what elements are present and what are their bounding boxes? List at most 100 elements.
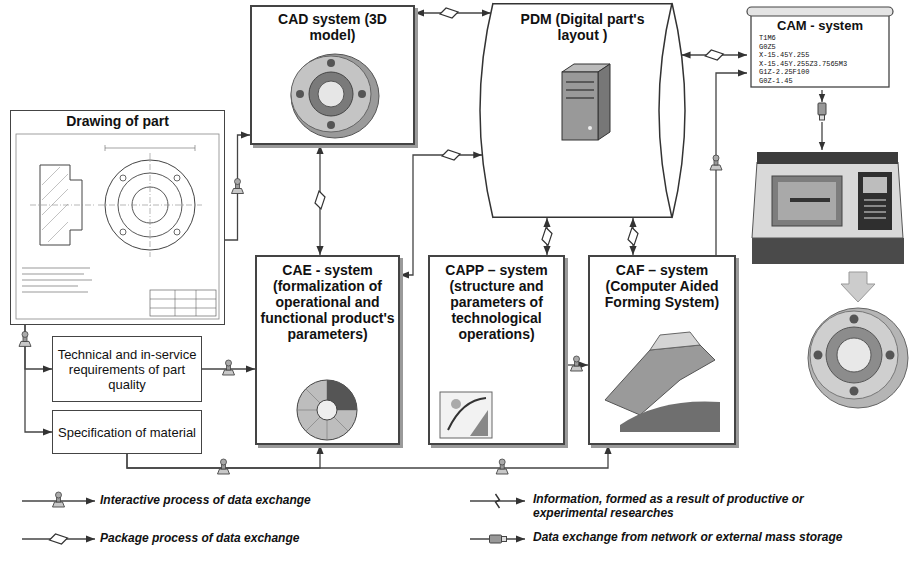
capp-picture xyxy=(440,392,492,438)
package-diamond xyxy=(442,150,460,160)
exchange-symbol xyxy=(53,492,65,507)
package-diamond xyxy=(440,8,458,18)
gcode-line: G0Z-1.45 xyxy=(759,77,847,86)
legend-text: Data exchange from network or external m… xyxy=(533,530,873,544)
usb-body xyxy=(818,103,826,115)
gcode-line: G1Z-2.25F100 xyxy=(759,68,847,77)
drawing-sheet-box: Drawing of part xyxy=(10,110,225,325)
requirements-box: Technical and in-service requirements of… xyxy=(52,336,202,402)
drawing-notes xyxy=(22,268,92,292)
part-hole xyxy=(814,351,823,360)
exchange-symbol xyxy=(218,459,230,474)
exchange-symbol xyxy=(542,228,552,246)
exchange-symbol xyxy=(705,50,723,60)
chip-zone xyxy=(620,401,720,432)
stamp-head xyxy=(221,459,227,465)
gcode-line: G0Z5 xyxy=(759,43,847,52)
information-mark xyxy=(496,494,500,508)
flange-hub xyxy=(309,72,353,116)
fe-mesh xyxy=(297,380,357,440)
symbol-group xyxy=(19,8,723,474)
part-face xyxy=(810,311,898,399)
control-keys xyxy=(864,200,886,218)
data-exchange-connector xyxy=(400,155,482,275)
package-diamond xyxy=(50,534,68,544)
stamp-head xyxy=(499,459,505,465)
machine-top xyxy=(757,152,898,164)
machine-window xyxy=(778,182,836,220)
bolt-hole xyxy=(120,229,126,235)
stamp-base xyxy=(496,469,508,474)
package-diamond xyxy=(315,191,325,209)
hatching xyxy=(42,167,68,242)
data-exchange-connector xyxy=(225,135,250,240)
stamp-head xyxy=(56,492,62,498)
storage-link xyxy=(821,90,822,102)
system-title: CAD system (3D model) xyxy=(278,11,388,43)
stamp-base xyxy=(53,502,65,507)
drawing-frame xyxy=(16,134,219,319)
flange-bore xyxy=(318,81,344,107)
box-heading: Drawing of part xyxy=(66,113,169,129)
package-diamond xyxy=(542,228,552,246)
flange-hole xyxy=(327,121,335,129)
system-title: CAPP – system (structure and parameters … xyxy=(433,262,560,342)
legend-text: Package process of data exchange xyxy=(100,531,430,545)
exchange-symbol xyxy=(223,360,235,375)
exchange-symbol xyxy=(496,459,508,474)
exchange-symbol xyxy=(50,534,68,544)
exchange-symbol xyxy=(19,331,31,346)
legend-text: Information, formed as a result of produ… xyxy=(533,492,873,520)
fe-disc xyxy=(297,380,357,440)
legend-sample xyxy=(470,494,525,508)
machine-base xyxy=(752,238,904,264)
data-exchange-connector xyxy=(25,325,52,369)
material-box: Specification of material xyxy=(52,410,202,454)
box-text: Technical and in-service requirements of… xyxy=(57,347,197,392)
machine-spindle xyxy=(790,198,830,202)
exchange-symbol xyxy=(628,228,638,246)
server-bays xyxy=(566,82,594,98)
title-block-grid xyxy=(150,290,216,316)
usb-plug xyxy=(502,537,507,542)
center-line xyxy=(30,205,95,206)
gcode-line: X-15.45Y.255 xyxy=(759,51,847,60)
flange-hole xyxy=(358,90,366,98)
legend-sample xyxy=(22,534,95,544)
flange-hole xyxy=(327,59,335,67)
stamp-base xyxy=(571,366,583,371)
storage-link xyxy=(821,122,822,150)
flange-face xyxy=(291,56,371,132)
stamp-head xyxy=(22,331,28,337)
center-lines xyxy=(98,153,202,257)
machine-body xyxy=(752,162,903,238)
flange-hole xyxy=(296,90,304,98)
legend-sample xyxy=(22,492,95,507)
capp-system-box: CAPP – system (structure and parameters … xyxy=(428,255,565,445)
flange-model xyxy=(291,54,379,138)
dimension-line xyxy=(105,145,195,151)
system-title: CAF – system (Computer Aided Forming Sys… xyxy=(593,262,731,310)
legend-group xyxy=(22,492,525,544)
package-diamond xyxy=(628,228,638,246)
title-block xyxy=(150,290,216,316)
server-side xyxy=(598,64,610,140)
part-flange xyxy=(808,308,908,408)
stamp-base xyxy=(223,370,235,375)
data-exchange-connector xyxy=(716,73,747,255)
bolt-hole xyxy=(120,175,126,181)
block-arrow xyxy=(841,272,875,302)
box-text: Specification of material xyxy=(58,425,196,440)
system-title: CAE - system (formalization of operation… xyxy=(260,262,395,342)
system-title: PDM (Digital part's layout ) xyxy=(518,11,648,43)
gcode-line: X-15.45Y.255Z3.7565M3 xyxy=(759,60,847,69)
legend-sample xyxy=(470,535,525,543)
stamp-head xyxy=(226,360,232,366)
machine-door xyxy=(772,176,842,226)
system-title: CAM - system xyxy=(777,18,863,33)
exchange-symbol xyxy=(571,356,583,371)
usb-stick xyxy=(818,103,826,120)
stamp-base xyxy=(218,469,230,474)
caf-system-box: CAF – system (Computer Aided Forming Sys… xyxy=(588,255,736,445)
package-diamond xyxy=(705,50,723,60)
